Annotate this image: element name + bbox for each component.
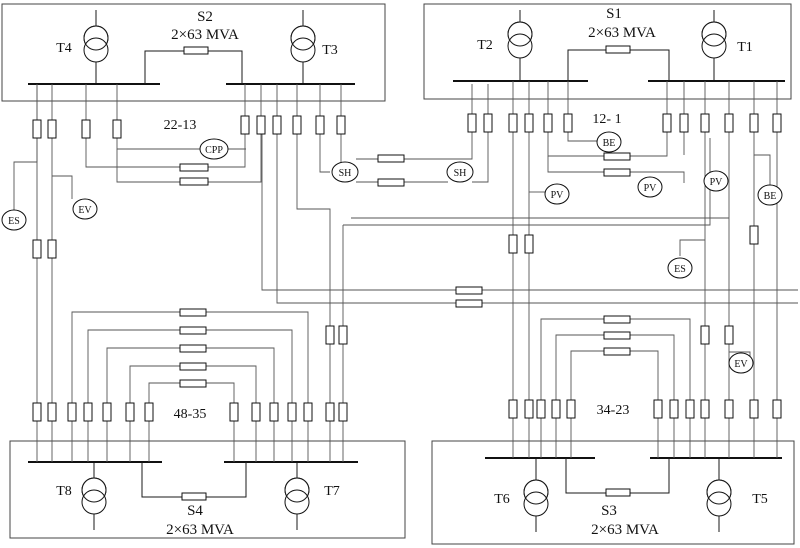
transformer-t3 xyxy=(290,10,316,84)
substation-s2-box xyxy=(1,3,386,102)
t4-label: T4 xyxy=(56,41,72,56)
svg-text:SH: SH xyxy=(454,168,467,179)
s4-feeder-count: 48-35 xyxy=(174,407,207,422)
load-es-left: ES xyxy=(1,209,27,231)
svg-text:PV: PV xyxy=(551,190,565,201)
load-cpp: CPP xyxy=(199,138,229,160)
s2-bus-tie xyxy=(144,46,243,84)
svg-text:EV: EV xyxy=(734,359,748,370)
transformer-t1 xyxy=(701,10,727,81)
s1-capacity: 2×63 MVA xyxy=(588,25,656,41)
load-be-mid: BE xyxy=(596,131,622,153)
substation-s3-box xyxy=(431,440,795,545)
load-sh-left: SH xyxy=(331,161,359,183)
load-ev-right: EV xyxy=(728,352,754,374)
s1-bus-tie xyxy=(567,45,670,81)
s4-capacity: 2×63 MVA xyxy=(166,522,234,538)
load-be-far: BE xyxy=(757,184,783,206)
t1-label: T1 xyxy=(737,40,753,55)
t3-label: T3 xyxy=(322,43,338,58)
breakers xyxy=(32,113,782,422)
transformer-t4 xyxy=(83,10,109,84)
transformer-t6 xyxy=(523,458,549,532)
svg-text:BE: BE xyxy=(764,191,777,202)
s3-bus-tie xyxy=(565,458,670,497)
s3-feeder-count: 34-23 xyxy=(597,403,630,418)
s3-name: S3 xyxy=(601,503,617,519)
substation-s4-box xyxy=(9,440,406,539)
svg-text:PV: PV xyxy=(710,177,724,188)
transformer-t7 xyxy=(284,462,310,530)
svg-text:PV: PV xyxy=(644,183,658,194)
load-ev-left: EV xyxy=(72,198,98,220)
svg-text:ES: ES xyxy=(8,216,20,227)
transformer-t2 xyxy=(507,10,533,81)
load-pv-far: PV xyxy=(703,170,729,192)
s4-bus-tie xyxy=(141,462,247,501)
transformer-t8 xyxy=(81,462,107,530)
s2-feeder-count: 22-13 xyxy=(164,118,197,133)
svg-text:CPP: CPP xyxy=(205,145,223,156)
s4-name: S4 xyxy=(187,503,203,519)
svg-text:ES: ES xyxy=(674,264,686,275)
substation-s1-box xyxy=(423,3,792,100)
load-pv-mid: PV xyxy=(544,183,570,205)
load-es-right: ES xyxy=(667,257,693,279)
s2-name: S2 xyxy=(197,9,213,25)
transformer-t5 xyxy=(706,458,732,532)
t7-label: T7 xyxy=(324,484,340,499)
t6-label: T6 xyxy=(494,492,510,507)
svg-text:BE: BE xyxy=(603,138,616,149)
svg-text:EV: EV xyxy=(78,205,92,216)
s2-capacity: 2×63 MVA xyxy=(171,27,239,43)
load-sh-right: SH xyxy=(446,161,474,183)
load-pv-right: PV xyxy=(637,176,663,198)
t5-label: T5 xyxy=(752,492,768,507)
t2-label: T2 xyxy=(477,38,493,53)
s1-name: S1 xyxy=(606,6,622,22)
t8-label: T8 xyxy=(56,484,72,499)
s3-capacity: 2×63 MVA xyxy=(591,522,659,538)
svg-text:SH: SH xyxy=(339,168,352,179)
s1-feeder-count: 12- 1 xyxy=(592,112,621,127)
